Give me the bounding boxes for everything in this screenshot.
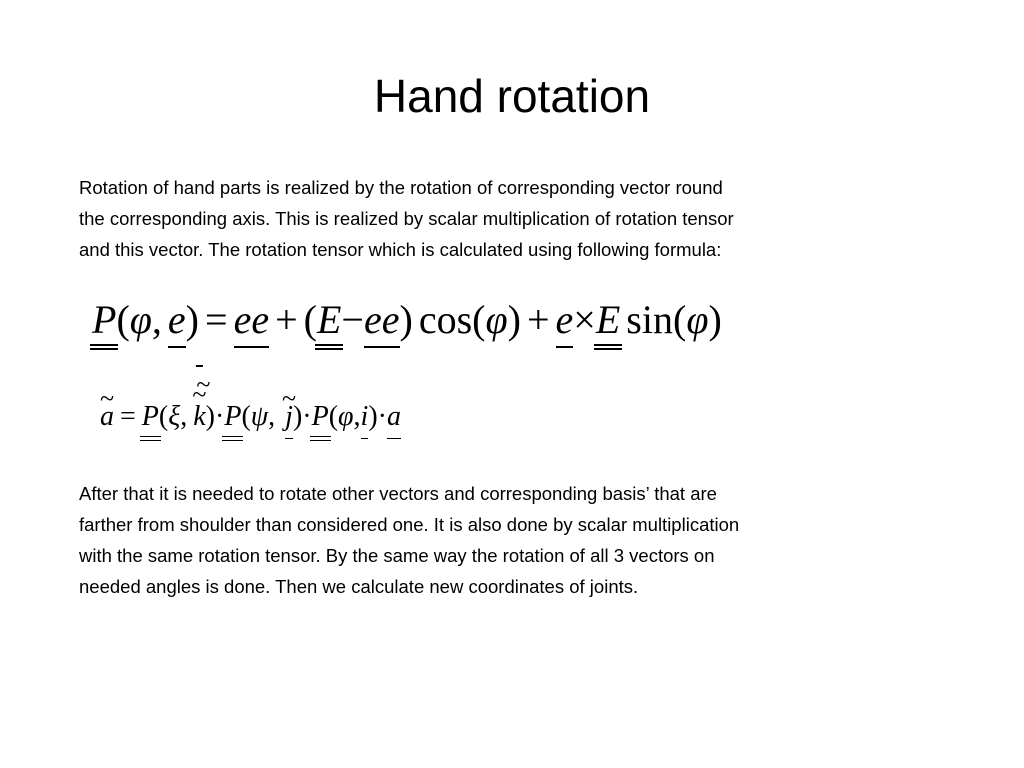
basis-vector-i: i xyxy=(360,397,368,439)
tensor-P: P xyxy=(139,397,162,441)
tensor-P: P xyxy=(309,397,331,441)
paren: ) xyxy=(368,401,378,432)
paren: ) xyxy=(507,297,521,342)
paren: ( xyxy=(116,297,130,342)
vector-e: e xyxy=(363,295,382,348)
paragraph-followup-line: After that it is needed to rotate other … xyxy=(79,483,717,504)
paren: ( xyxy=(328,401,339,432)
paren: ( xyxy=(672,297,687,342)
paren: ) xyxy=(708,297,722,342)
paragraph-intro: Rotation of hand parts is realized by th… xyxy=(79,172,949,265)
vector-e: e xyxy=(167,295,186,348)
vector-rotation-formula: a=P(ξ,k)·P(ψ,j)·P(φ,i)·a xyxy=(100,397,401,441)
vector-e: e xyxy=(233,295,251,348)
basis-vector-j: j xyxy=(285,397,293,439)
minus-sign: − xyxy=(341,297,364,342)
plus-sign: + xyxy=(275,297,298,342)
paragraph-intro-line: Rotation of hand parts is realized by th… xyxy=(79,177,723,198)
plus-sign: + xyxy=(526,297,550,342)
dot-operator: · xyxy=(377,401,387,432)
vector-e: e xyxy=(251,295,269,348)
paren: ) xyxy=(185,297,199,342)
comma: , xyxy=(180,401,188,432)
paragraph-followup-line: farther from shoulder than considered on… xyxy=(79,514,740,535)
sin-function: sin xyxy=(626,297,673,342)
paren: ( xyxy=(158,401,169,432)
cross-sign: × xyxy=(573,297,596,342)
cos-function: cos xyxy=(418,297,473,342)
paragraph-followup-line: with the same rotation tensor. By the sa… xyxy=(79,545,715,566)
angle-phi: φ xyxy=(686,297,709,342)
vector-a: a xyxy=(386,397,401,439)
tensor-P: P xyxy=(222,397,244,441)
paragraph-intro-line: and this vector. The rotation tensor whi… xyxy=(79,239,722,260)
paren: ) xyxy=(205,401,215,432)
paren: ( xyxy=(241,401,251,432)
paren: ( xyxy=(303,297,317,342)
tensor-E: E xyxy=(314,295,344,350)
basis-vector-k: k xyxy=(193,397,205,437)
paragraph-followup: After that it is needed to rotate other … xyxy=(79,478,949,602)
paragraph-followup-line: needed angles is done. Then we calculate… xyxy=(79,576,639,597)
comma: , xyxy=(268,401,276,432)
paragraph-intro-line: the corresponding axis. This is realized… xyxy=(79,208,734,229)
dot-operator: · xyxy=(215,401,225,432)
angle-phi: φ xyxy=(485,297,508,342)
angle-xi: ξ xyxy=(168,401,181,432)
slide-title: Hand rotation xyxy=(373,70,651,122)
comma: , xyxy=(151,297,162,342)
vector-e: e xyxy=(381,295,400,348)
equals-sign: = xyxy=(205,297,228,342)
equals-sign: = xyxy=(120,401,136,432)
comma: , xyxy=(353,401,361,432)
tensor-E: E xyxy=(593,295,623,350)
angle-psi: ψ xyxy=(250,401,269,432)
paren: ( xyxy=(472,297,486,342)
vector-e: e xyxy=(555,295,573,348)
paren: ) xyxy=(399,297,413,342)
tensor-P: P xyxy=(89,295,119,350)
paren: ) xyxy=(292,401,303,432)
dot-operator: · xyxy=(302,401,312,432)
rotated-vector-a: a xyxy=(100,397,114,437)
angle-phi: φ xyxy=(338,401,354,432)
angle-phi: φ xyxy=(129,297,152,342)
